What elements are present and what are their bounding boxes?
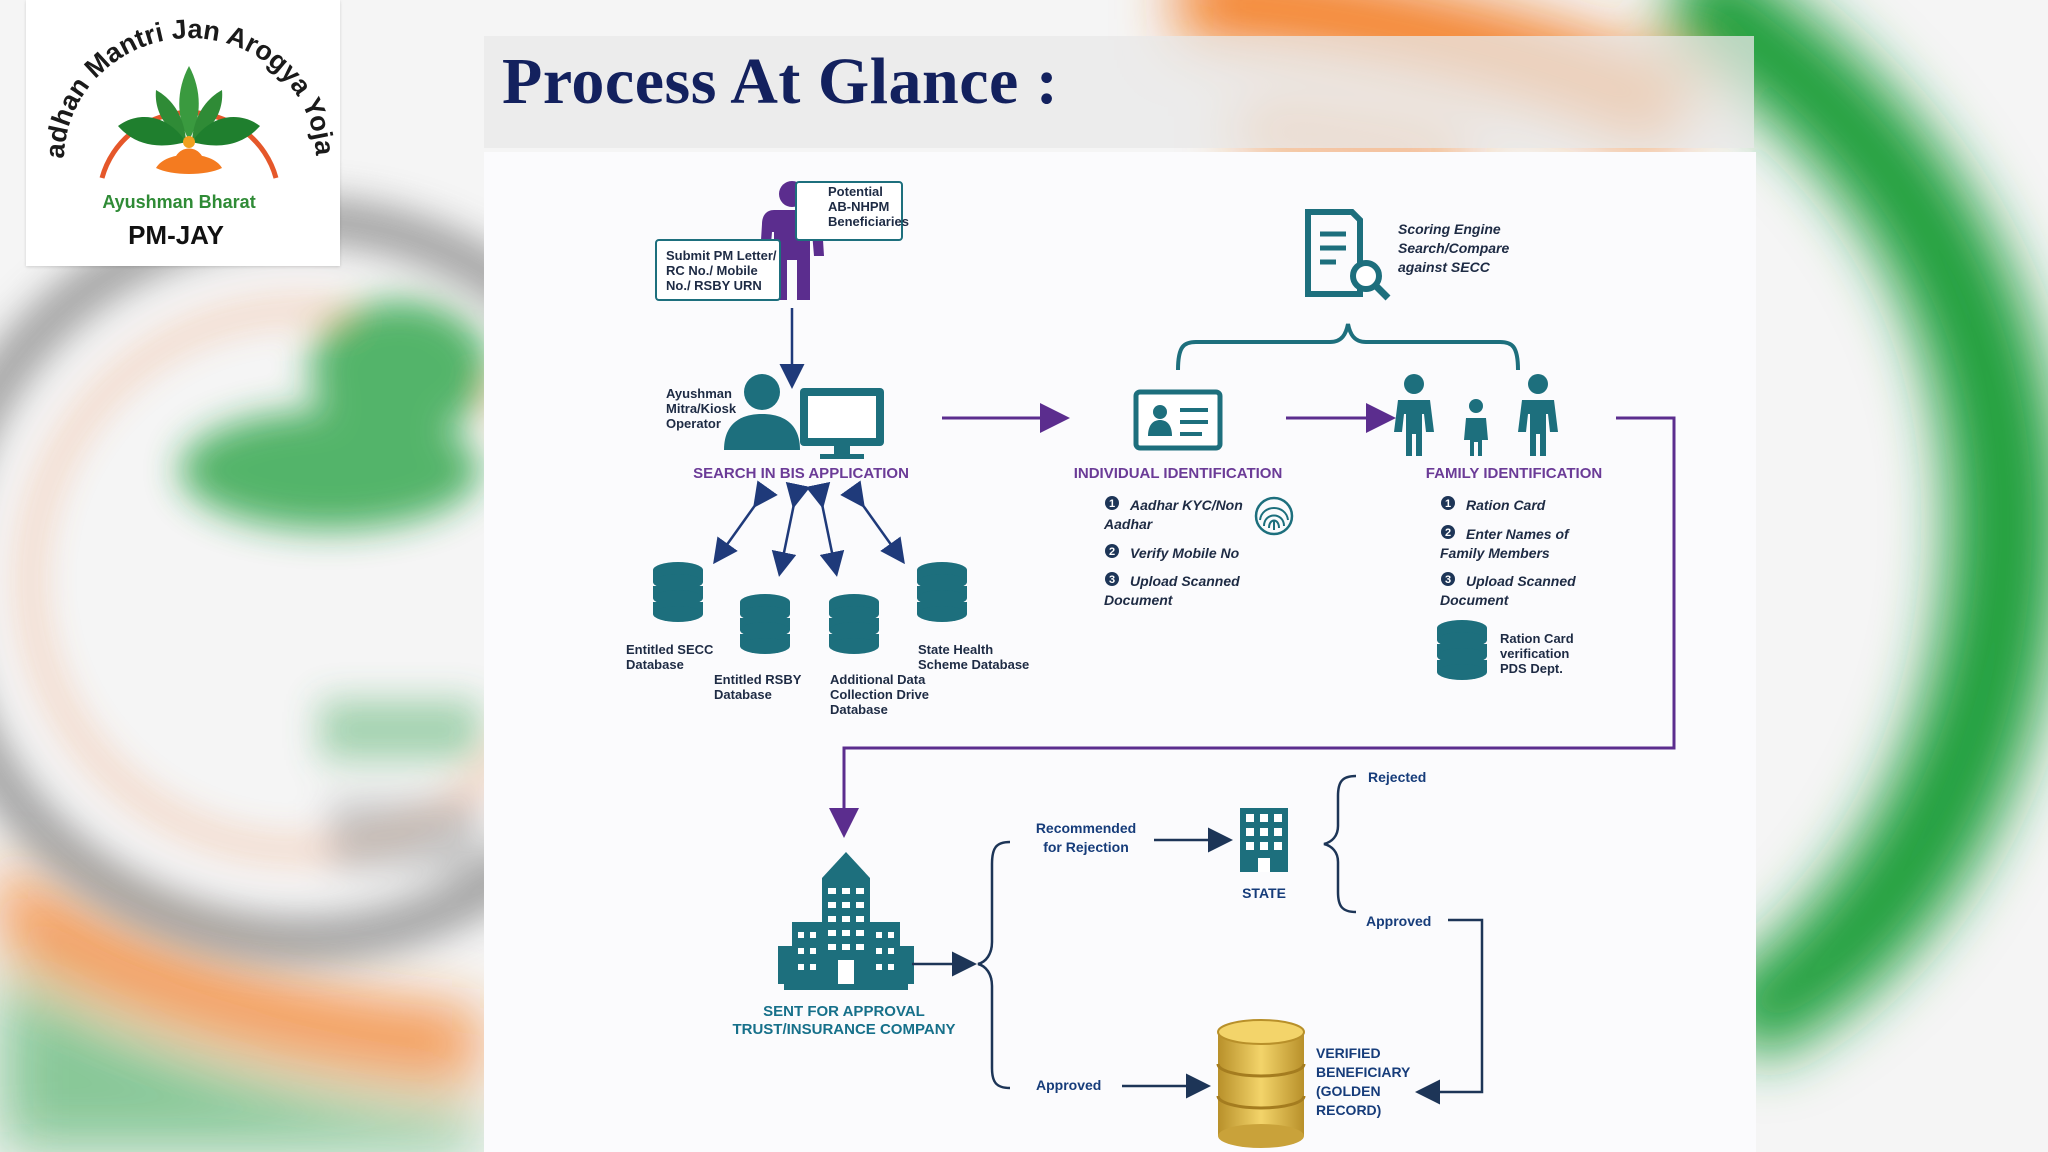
- id-card-icon: [1133, 389, 1223, 451]
- state-brace: [1323, 774, 1357, 914]
- rsby-database-icon: [740, 594, 790, 654]
- svg-text:2: 2: [1445, 527, 1451, 539]
- state-health-database-icon: [917, 562, 967, 622]
- svg-text:3: 3: [1109, 574, 1115, 586]
- operator-person-icon: [724, 374, 800, 450]
- state-approved-label: Approved: [1366, 913, 1431, 929]
- family-icon: [1394, 374, 1558, 456]
- state-label: STATE: [1242, 885, 1286, 901]
- svg-text:Verify Mobile No: Verify Mobile No: [1130, 545, 1240, 561]
- fingerprint-icon: [1254, 496, 1294, 536]
- arrow-state-to-verified: [1415, 918, 1484, 1105]
- logo-brand: Ayushman Bharat: [102, 192, 255, 212]
- svg-text:1: 1: [1445, 498, 1451, 510]
- ration-database-icon: [1437, 620, 1487, 680]
- secc-database-icon: [653, 562, 703, 622]
- gold-database-icon: [1216, 1019, 1306, 1148]
- arrow-to-approval: [829, 416, 1676, 838]
- svg-text:2: 2: [1109, 546, 1115, 558]
- svg-text:3: 3: [1445, 574, 1451, 586]
- database-arrows: [713, 480, 905, 577]
- logo-scheme: PM-JAY: [128, 220, 224, 250]
- title-band: [484, 36, 1754, 148]
- state-building-icon: [1240, 808, 1288, 872]
- lotus-icon: [118, 66, 260, 174]
- pmjay-logo: Pradhan Mantri Jan Arogya Yojana Ayushma…: [26, 0, 340, 266]
- rejected-label: Rejected: [1368, 769, 1426, 785]
- individual-heading: INDIVIDUAL IDENTIFICATION: [1074, 465, 1283, 482]
- family-heading: FAMILY IDENTIFICATION: [1426, 465, 1602, 482]
- additional-data-database-icon: [829, 594, 879, 654]
- svg-text:Ration Card: Ration Card: [1466, 497, 1546, 513]
- building-windows: [798, 888, 894, 984]
- svg-text:1: 1: [1109, 498, 1115, 510]
- search-bis-heading: SEARCH IN BIS APPLICATION: [693, 465, 909, 482]
- scoring-brace: [1176, 323, 1520, 371]
- computer-icon: [800, 388, 884, 459]
- decision-brace: [977, 840, 1011, 1090]
- document-search-icon: [1305, 209, 1391, 301]
- trust-approved-label: Approved: [1036, 1077, 1101, 1093]
- page-title: Process At Glance :: [502, 45, 1059, 118]
